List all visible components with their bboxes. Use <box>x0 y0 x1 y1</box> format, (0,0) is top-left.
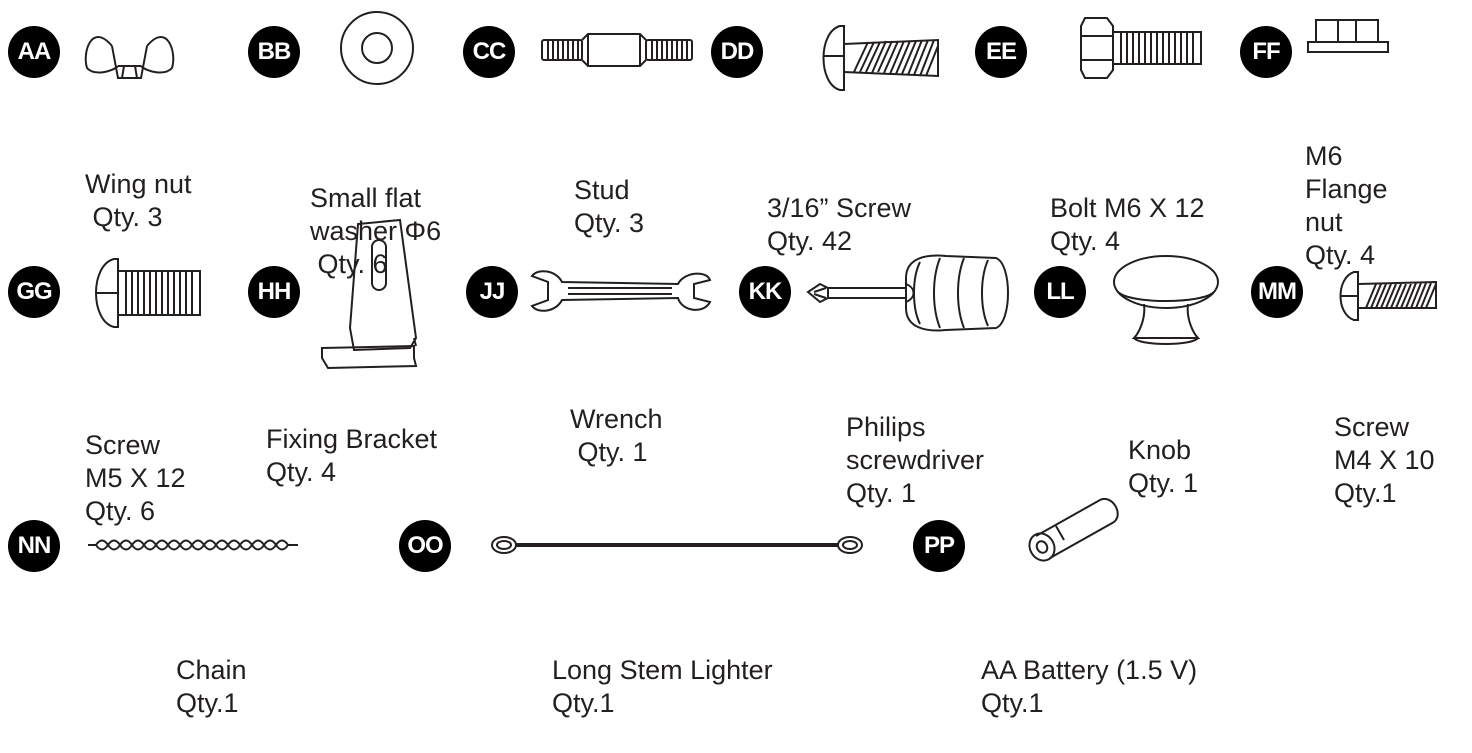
knob-icon <box>1110 252 1222 348</box>
badge-jj: JJ <box>466 266 518 318</box>
label-jj: Wrench Qty. 1 <box>570 404 663 467</box>
screwdriver-icon <box>806 248 1014 338</box>
stud-icon <box>540 32 695 68</box>
wing-nut-icon <box>82 22 177 84</box>
badge-oo: OO <box>399 520 451 572</box>
bracket-icon <box>320 218 424 378</box>
small-screw-icon <box>1336 270 1440 322</box>
machine-screw-icon <box>90 255 205 331</box>
badge-cc: CC <box>463 26 515 78</box>
badge-ll: LL <box>1034 266 1086 318</box>
label-pp: AA Battery (1.5 V)Qty.1 <box>981 655 1198 718</box>
label-aa: Wing nut Qty. 3 <box>85 169 192 232</box>
badge-kk: KK <box>739 266 791 318</box>
badge-hh: HH <box>248 266 300 318</box>
badge-pp: PP <box>913 520 965 572</box>
screw-icon <box>818 22 948 94</box>
badge-nn: NN <box>8 520 60 572</box>
flange-nut-icon <box>1306 18 1390 58</box>
badge-gg: GG <box>8 266 60 318</box>
lighter-icon <box>490 534 864 556</box>
battery-icon <box>1024 496 1122 566</box>
chain-icon <box>86 537 300 553</box>
badge-bb: BB <box>248 26 300 78</box>
badge-aa: AA <box>8 26 60 78</box>
washer-icon <box>339 10 415 86</box>
badge-dd: DD <box>711 26 763 78</box>
wrench-icon <box>528 268 712 316</box>
badge-ee: EE <box>975 26 1027 78</box>
badge-ff: FF <box>1240 26 1292 78</box>
bolt-icon <box>1079 16 1204 80</box>
badge-mm: MM <box>1251 266 1303 318</box>
